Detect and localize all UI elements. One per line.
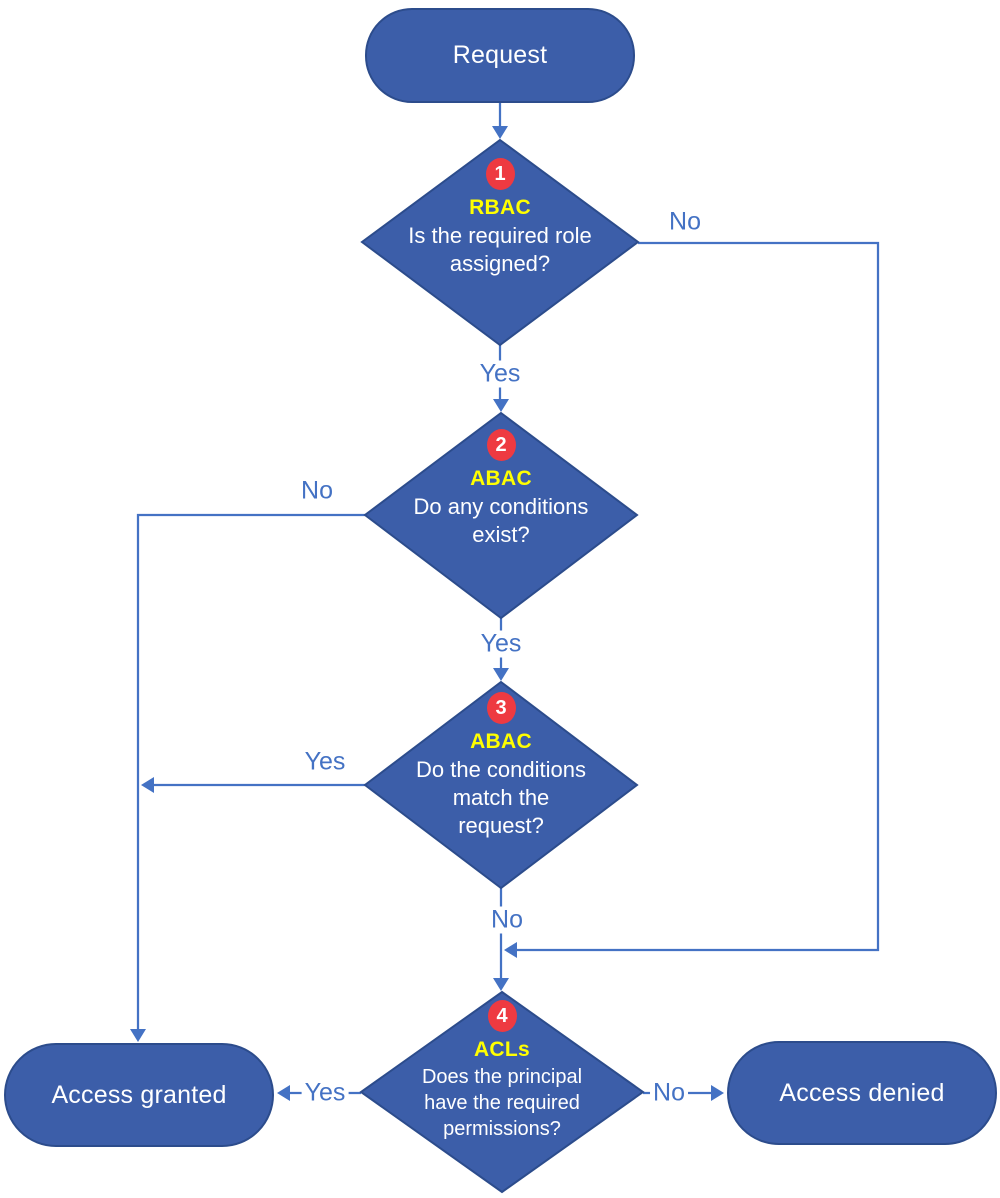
edge-decision2-no	[136, 513, 365, 1030]
arrowhead-into-decision2	[493, 399, 509, 412]
edge-decision1-no	[516, 241, 880, 952]
decision4-shape	[359, 990, 645, 1194]
node-access-denied-label: Access denied	[779, 1078, 945, 1107]
edge-label-decision2-yes: Yes	[477, 630, 525, 658]
edge-label-decision2-no: No	[298, 477, 336, 505]
arrowhead-into-decision1	[492, 126, 508, 139]
edge-label-decision3-no: No	[488, 906, 526, 934]
arrowhead-merge-decision3-yes	[141, 777, 154, 793]
arrowhead-merge-decision1-no	[504, 942, 517, 958]
arrowhead-into-denied-left	[711, 1085, 724, 1101]
arrowhead-into-decision4	[493, 978, 509, 991]
edge-label-decision1-no: No	[666, 208, 704, 236]
node-request: Request	[365, 8, 635, 103]
node-access-denied: Access denied	[727, 1041, 997, 1145]
edge-label-decision4-yes: Yes	[301, 1079, 349, 1107]
decision3-shape	[363, 680, 639, 890]
decision2-shape	[363, 411, 639, 620]
decision1-shape	[360, 138, 640, 347]
arrowhead-into-granted-right	[277, 1085, 290, 1101]
arrowhead-into-decision3	[493, 668, 509, 681]
edge-label-decision3-yes: Yes	[301, 748, 349, 776]
node-request-label: Request	[452, 41, 548, 69]
node-access-granted: Access granted	[4, 1043, 274, 1147]
node-access-granted-label: Access granted	[51, 1080, 227, 1109]
edge-label-decision4-no: No	[650, 1079, 688, 1107]
arrowhead-into-granted-top	[130, 1029, 146, 1042]
edge-label-decision1-yes: Yes	[476, 360, 524, 388]
